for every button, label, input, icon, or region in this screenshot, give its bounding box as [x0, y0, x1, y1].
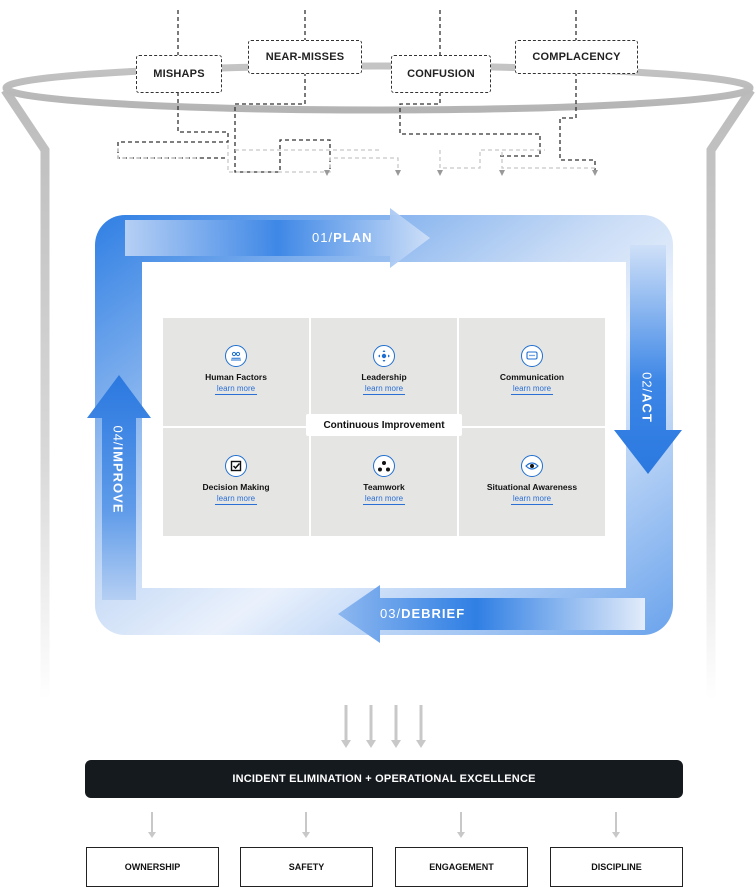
stage-act-number: 02/ [639, 372, 655, 394]
cell-title: Situational Awareness [486, 482, 578, 492]
cell-title: Teamwork [363, 482, 405, 492]
cell-leadership: Leadership learn more [311, 318, 457, 426]
stage-act-word: ACT [639, 393, 655, 423]
pillar-discipline: DISCIPLINE [550, 847, 683, 887]
learn-more-link[interactable]: learn more [214, 494, 258, 505]
competency-grid: Human Factors learn more Leadership lear… [163, 318, 605, 536]
chat-icon [521, 345, 543, 367]
learn-more-link[interactable]: learn more [362, 384, 406, 395]
cell-communication: Communication learn more [459, 318, 605, 426]
learn-more-link[interactable]: learn more [510, 494, 554, 505]
stage-debrief-word: DEBRIEF [401, 606, 466, 621]
stage-debrief-number: 03/ [380, 606, 402, 621]
cell-teamwork: Teamwork learn more [311, 428, 457, 536]
pillar-ownership: OWNERSHIP [86, 847, 219, 887]
cell-human-factors: Human Factors learn more [163, 318, 309, 426]
issue-tag-confusion: CONFUSION [391, 55, 491, 93]
cell-title: Decision Making [202, 482, 270, 492]
cell-decision-making: Decision Making learn more [163, 428, 309, 536]
cell-title: Communication [499, 372, 565, 382]
stage-act-label: 02/ACT [640, 363, 655, 433]
pillar-safety: SAFETY [240, 847, 373, 887]
continuous-improvement-label: Continuous Improvement [306, 414, 462, 436]
issue-tag-near-misses: NEAR-MISSES [248, 40, 362, 74]
stage-improve-label: 04/IMPROVE [111, 420, 126, 520]
team-icon [373, 455, 395, 477]
learn-more-link[interactable]: learn more [362, 494, 406, 505]
cell-situational-awareness: Situational Awareness learn more [459, 428, 605, 536]
learn-more-link[interactable]: learn more [510, 384, 554, 395]
stage-debrief-label: 03/DEBRIEF [380, 606, 465, 621]
learn-more-link[interactable]: learn more [214, 384, 258, 395]
stage-plan-number: 01/ [312, 230, 334, 245]
cell-title: Human Factors [205, 372, 267, 382]
stage-plan-label: 01/PLAN [312, 230, 372, 245]
stage-plan-word: PLAN [333, 230, 373, 245]
stage-improve-word: IMPROVE [110, 446, 126, 514]
people-icon [225, 345, 247, 367]
issue-tag-mishaps: MISHAPS [136, 55, 222, 93]
checkbox-icon [225, 455, 247, 477]
cell-title: Leadership [361, 372, 407, 382]
pillar-engagement: ENGAGEMENT [395, 847, 528, 887]
stage-improve-number: 04/ [110, 425, 126, 447]
outcome-banner: INCIDENT ELIMINATION + OPERATIONAL EXCEL… [85, 760, 683, 798]
eye-icon [521, 455, 543, 477]
compass-icon [373, 345, 395, 367]
issue-tag-complacency: COMPLACENCY [515, 40, 638, 74]
